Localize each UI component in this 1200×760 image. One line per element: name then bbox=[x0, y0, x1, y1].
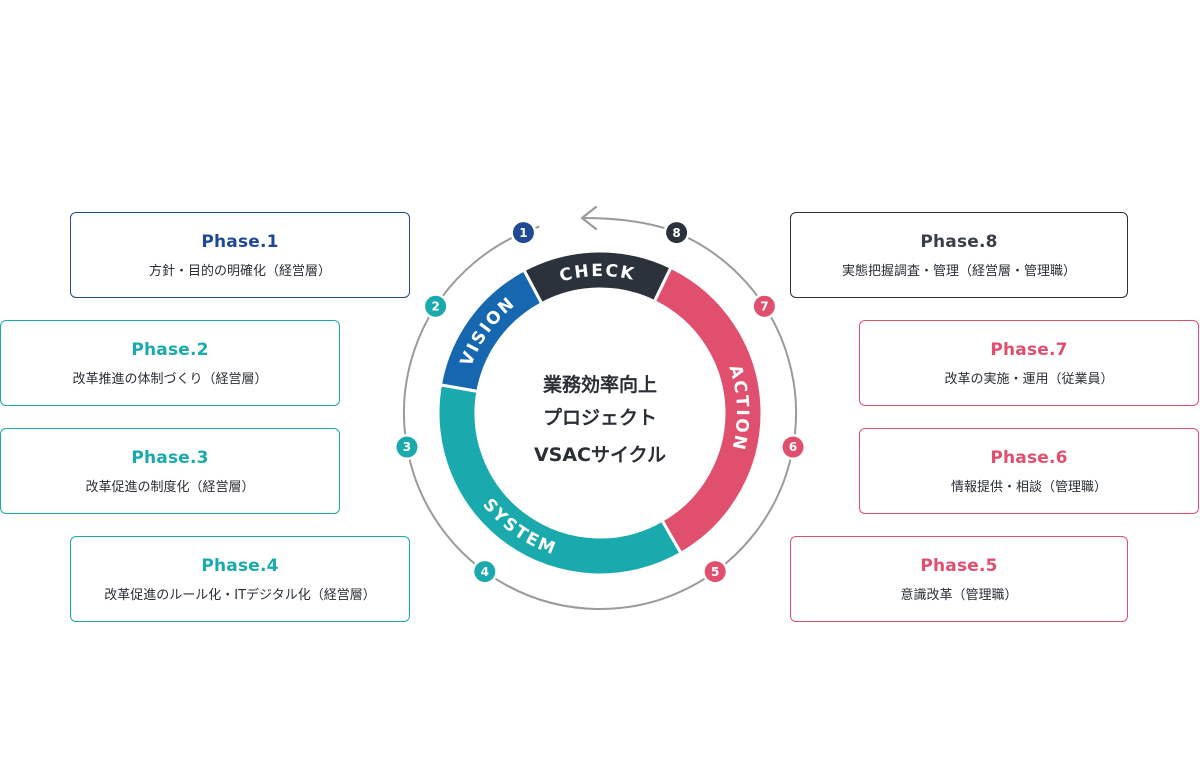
badge-circle bbox=[782, 436, 804, 458]
phase-6-box: Phase.6 情報提供・相談（管理職） bbox=[859, 428, 1199, 514]
phase-3-box: Phase.3 改革促進の制度化（経営層） bbox=[0, 428, 340, 514]
badge-circle bbox=[753, 295, 775, 317]
phase-badge-8: 8 bbox=[663, 219, 690, 246]
badge-circle bbox=[666, 222, 688, 244]
badge-number: 1 bbox=[519, 226, 527, 240]
badge-circle bbox=[704, 561, 726, 583]
phase-5-description: 意識改革（管理職） bbox=[900, 587, 1018, 603]
phase-badge-6: 6 bbox=[780, 434, 807, 461]
badge-number: 8 bbox=[672, 226, 680, 240]
phase-8-title: Phase.8 bbox=[920, 231, 998, 252]
phase-3-description: 改革促進の制度化（経営層） bbox=[85, 479, 255, 495]
badge-circle bbox=[512, 222, 534, 244]
phase-4-title: Phase.4 bbox=[201, 555, 279, 576]
phase-badge-5: 5 bbox=[702, 558, 729, 585]
phase-6-description: 情報提供・相談（管理職） bbox=[950, 479, 1107, 495]
badge-number: 7 bbox=[760, 299, 768, 313]
phase-2-description: 改革推進の体制づくり（経営層） bbox=[72, 371, 268, 387]
badge-circle bbox=[425, 295, 447, 317]
phase-5-title: Phase.5 bbox=[920, 555, 998, 576]
arrow-head-icon bbox=[580, 205, 598, 231]
phase-6-title: Phase.6 bbox=[990, 447, 1068, 468]
phase-1-description: 方針・目的の明確化（経営層） bbox=[148, 263, 331, 279]
orbit-path bbox=[403, 225, 797, 610]
center-title-line-1: 業務効率向上 bbox=[542, 373, 657, 396]
badge-number: 2 bbox=[431, 299, 439, 313]
badge-number: 5 bbox=[711, 565, 719, 579]
center-title-line-2: プロジェクト bbox=[543, 406, 657, 429]
center-title-line-3: VSACサイクル bbox=[534, 444, 666, 466]
badge-number: 6 bbox=[789, 440, 797, 454]
orbit-arrow-line bbox=[583, 217, 668, 230]
phase-number-badges: 1 2 3 4 5 6 7 8 bbox=[393, 219, 807, 585]
phase-5-box: Phase.5 意識改革（管理職） bbox=[790, 536, 1128, 622]
orbit-ring bbox=[403, 205, 797, 610]
phase-7-box: Phase.7 改革の実施・運用（従業員） bbox=[859, 320, 1199, 406]
phase-2-title: Phase.2 bbox=[131, 339, 209, 360]
badge-number: 3 bbox=[403, 440, 411, 454]
badge-number: 4 bbox=[481, 565, 489, 579]
phase-badge-1: 1 bbox=[510, 219, 537, 246]
phase-8-description: 実態把握調査・管理（経営層・管理職） bbox=[841, 263, 1076, 279]
phase-3-title: Phase.3 bbox=[131, 447, 209, 468]
phase-4-description: 改革促進のルール化・ITデジタル化（経営層） bbox=[104, 587, 376, 603]
badge-circle bbox=[396, 436, 418, 458]
system-segment bbox=[436, 383, 684, 577]
action-segment bbox=[652, 265, 764, 556]
phase-8-box: Phase.8 実態把握調査・管理（経営層・管理職） bbox=[790, 212, 1128, 298]
badge-circle bbox=[474, 561, 496, 583]
phase-7-title: Phase.7 bbox=[990, 339, 1068, 360]
phase-1-title: Phase.1 bbox=[201, 231, 279, 252]
phase-4-box: Phase.4 改革促進のルール化・ITデジタル化（経営層） bbox=[70, 536, 410, 622]
phase-badge-3: 3 bbox=[393, 434, 420, 461]
phase-badge-7: 7 bbox=[751, 293, 778, 320]
phase-1-box: Phase.1 方針・目的の明確化（経営層） bbox=[70, 212, 410, 298]
cycle-ring bbox=[436, 249, 764, 577]
phase-2-box: Phase.2 改革推進の体制づくり（経営層） bbox=[0, 320, 340, 406]
phase-badge-2: 2 bbox=[422, 293, 449, 320]
phase-badge-4: 4 bbox=[471, 558, 498, 585]
phase-7-description: 改革の実施・運用（従業員） bbox=[944, 371, 1114, 387]
